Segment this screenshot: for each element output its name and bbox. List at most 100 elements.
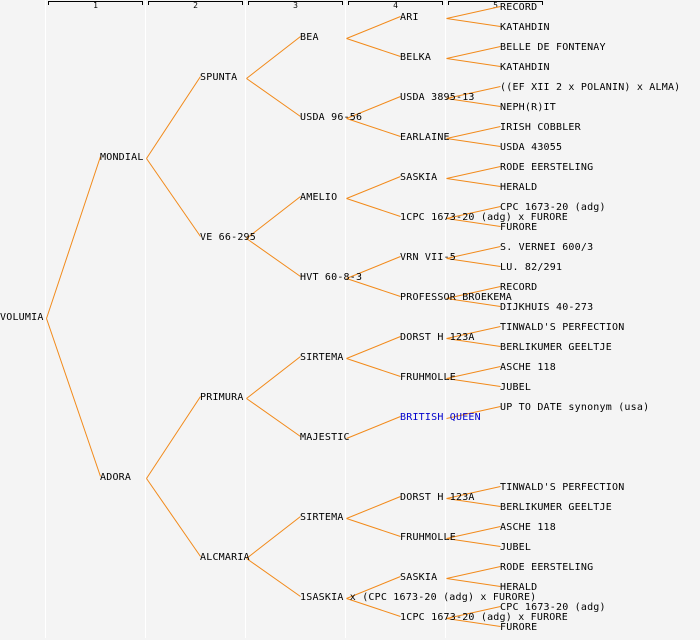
column-divider [145,0,146,638]
connector-line [346,198,401,217]
connector-line [46,156,101,319]
generation-5-label: 5 [493,1,498,10]
connector-line [446,578,501,587]
connector-line [446,618,501,627]
connector-line [446,526,501,539]
pedigree-node: SIRTEMA [300,512,344,523]
connector-line [446,138,501,147]
connector-line [446,606,501,619]
connector-line [446,378,501,387]
pedigree-node: SASKIA [400,172,438,183]
connector-line [246,516,301,559]
connector-line [246,36,301,79]
pedigree-node: PROFESSOR BROEKEMA [400,292,512,303]
pedigree-node: HVT 60-8-3 [300,272,363,283]
pedigree-node: ASCHE 118 [500,522,556,533]
connector-line [346,278,401,297]
pedigree-node: S. VERNEI 600/3 [500,242,594,253]
generation-2-label: 2 [193,1,198,10]
pedigree-node: ALCMARIA [200,552,250,563]
connector-line [346,38,401,57]
generation-3-bracket [248,1,343,5]
pedigree-link[interactable]: BRITISH QUEEN [400,412,481,423]
pedigree-node: ASCHE 118 [500,362,556,373]
pedigree-node: SPUNTA [200,72,238,83]
pedigree-node: UP TO DATE synonym (usa) [500,402,650,413]
connector-line [446,218,501,227]
pedigree-node: CPC 1673-20 (adg) [500,202,606,213]
pedigree-node: AMELIO [300,192,338,203]
pedigree-node: DORST H 123A [400,332,475,343]
connector-line [446,366,501,379]
connector-line [346,416,401,439]
pedigree-node: RODE EERSTELING [500,562,594,573]
pedigree-node: BELLE DE FONTENAY [500,42,606,53]
pedigree-node: ((EF XII 2 x POLANIN) x ALMA) [500,82,681,93]
pedigree-node: TINWALD'S PERFECTION [500,482,625,493]
pedigree-node: HERALD [500,582,538,593]
connector-line [346,336,401,359]
pedigree-node: EARLAINE [400,132,450,143]
connector-line [146,76,201,159]
pedigree-node: LU. 82/291 [500,262,563,273]
connector-line [346,358,401,377]
pedigree-node: FURORE [500,622,538,633]
pedigree-node: DIJKHUIS 40-273 [500,302,594,313]
connector-line [446,298,501,307]
pedigree-node: DORST H 123A [400,492,475,503]
connector-line [446,246,501,259]
connector-line [246,196,301,239]
pedigree-node: BELKA [400,52,432,63]
generation-1-bracket [48,1,143,5]
connector-line [446,46,501,59]
pedigree-node: PRIMURA [200,392,244,403]
connector-line [146,158,201,237]
pedigree-node: SIRTEMA [300,352,344,363]
connector-line [246,558,301,597]
connector-line [446,258,501,267]
pedigree-node: BERLIKUMER GEELTJE [500,502,612,513]
pedigree-node: CPC 1673-20 (adg) [500,602,606,613]
pedigree-node: TINWALD'S PERFECTION [500,322,625,333]
generation-4-bracket [348,1,443,5]
connector-line [346,518,401,537]
pedigree-node: KATAHDIN [500,22,550,33]
pedigree-node: USDA 43055 [500,142,563,153]
connector-line [446,498,501,507]
connector-line [346,598,401,617]
pedigree-node: NEPH(R)IT [500,102,556,113]
pedigree-node: HERALD [500,182,538,193]
connector-line [146,478,201,557]
connector-line [446,126,501,139]
connector-line [446,166,501,179]
pedigree-node: ADORA [100,472,132,483]
column-divider [445,0,446,638]
column-divider [245,0,246,638]
pedigree-node: RECORD [500,282,538,293]
pedigree-node: KATAHDIN [500,62,550,73]
pedigree-node: 1CPC 1673-20 (adg) x FURORE [400,212,568,223]
pedigree-node: 1SASKIA x (CPC 1673-20 (adg) x FURORE) [300,592,537,603]
pedigree-node: ARI [400,12,419,23]
pedigree-node: JUBEL [500,382,532,393]
generation-2-bracket [148,1,243,5]
connector-line [446,538,501,547]
connector-line [446,486,501,499]
generation-1-label: 1 [93,1,98,10]
pedigree-node: MONDIAL [100,152,144,163]
pedigree-node: VOLUMIA [0,312,44,323]
pedigree-node: IRISH COBBLER [500,122,581,133]
connector-line [446,98,501,107]
connector-line [446,86,501,99]
connector-line [446,58,501,67]
column-divider [345,0,346,638]
connector-line [446,286,501,299]
pedigree-node: USDA 96-56 [300,112,363,123]
pedigree-node: VRN VII-5 [400,252,456,263]
pedigree-node: VE 66-295 [200,232,256,243]
connector-line [346,118,401,137]
connector-line [346,576,401,599]
pedigree-node: FRUHMOLLE [400,372,456,383]
